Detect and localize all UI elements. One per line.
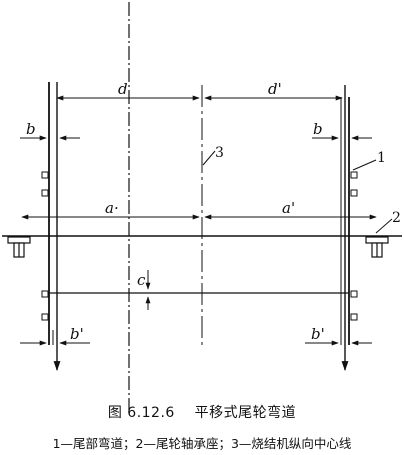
label-b-left: b — [26, 120, 36, 138]
label-d: d — [118, 80, 128, 98]
bearing-seat-right — [365, 236, 389, 258]
leader-1 — [352, 159, 377, 171]
figure-legend: 1—尾部弯道；2—尾轮轴承座；3—烧结机纵向中心线 — [52, 436, 352, 451]
leader-2 — [375, 218, 393, 234]
figure-caption: 图 6.12.6 平移式尾轮弯道 — [0, 402, 404, 422]
label-2: 2 — [392, 210, 401, 226]
left-rail — [48, 82, 61, 371]
figure-number: 图 6.12.6 — [107, 405, 175, 421]
label-3: 3 — [215, 145, 224, 161]
label-b-prime-right: b' — [311, 325, 325, 343]
figure-title: 平移式尾轮弯道 — [194, 405, 297, 421]
rail-brackets — [41, 171, 358, 321]
label-c: c — [137, 271, 146, 289]
label-b-prime-left: b' — [70, 325, 84, 343]
right-rail — [340, 85, 350, 371]
label-a: a· — [105, 199, 119, 217]
label-d-prime: d' — [268, 80, 282, 98]
label-1: 1 — [377, 150, 386, 166]
dimension-c — [138, 270, 158, 310]
bearing-seat-left — [7, 236, 31, 258]
leader-3 — [202, 150, 216, 166]
label-a-prime: a' — [282, 199, 295, 217]
label-b-right: b — [313, 120, 323, 138]
